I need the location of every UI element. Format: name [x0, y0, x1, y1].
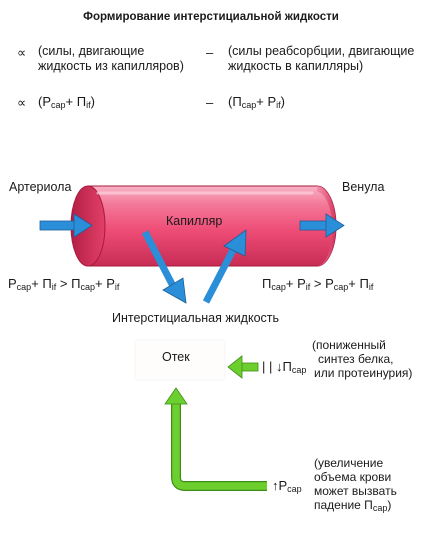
arteriole-label: Артериола [9, 180, 72, 194]
filtration-arrow [141, 230, 187, 304]
inflow-arrow [39, 213, 93, 238]
filtration-formula: (Pcap+ Πif) [38, 94, 95, 110]
outflow-arrow [299, 213, 345, 238]
reabsorption-formula: (Πcap+ Pif) [228, 94, 285, 110]
oncotic-pressure-decrease-marker: | | ↓Πcap [262, 359, 307, 375]
reabsorption-arrow [202, 229, 247, 304]
blood-volume-description: (увеличение объема крови может вызвать п… [314, 456, 397, 513]
capillary-label: Капилляр [166, 214, 223, 228]
pressure-increase-arrow [164, 387, 267, 491]
venule-rim [317, 186, 336, 266]
edema-label: Отек [162, 350, 190, 364]
interstitial-fluid-label: Интерстициальная жидкость [112, 311, 280, 325]
filtration-inequality: Pcap+ Πif > Πcap+ Pif [8, 276, 120, 292]
protein-deficit-description: (пониженный синтез белка, или протеинури… [312, 338, 413, 380]
page-title: Формирование интерстициальной жидкости [83, 11, 339, 23]
proportional-symbol: ∝ [17, 95, 27, 110]
minus-symbol: – [206, 45, 214, 60]
filtration-forces-description: (силы, двигающие жидкость из капилляров) [38, 44, 184, 73]
reabsorption-inequality: Πcap+ Pif > Pcap+ Πif [262, 276, 374, 292]
reabsorption-forces-description: (силы реабсорбции, двигающие жидкость в … [228, 44, 415, 73]
proportional-symbol: ∝ [17, 45, 27, 60]
venule-label: Венула [342, 180, 385, 194]
protein-deficit-arrow [227, 355, 259, 379]
minus-symbol: – [206, 95, 214, 110]
capillary-pressure-increase-marker: ↑Pcap [272, 478, 302, 494]
edema-box [136, 341, 224, 379]
